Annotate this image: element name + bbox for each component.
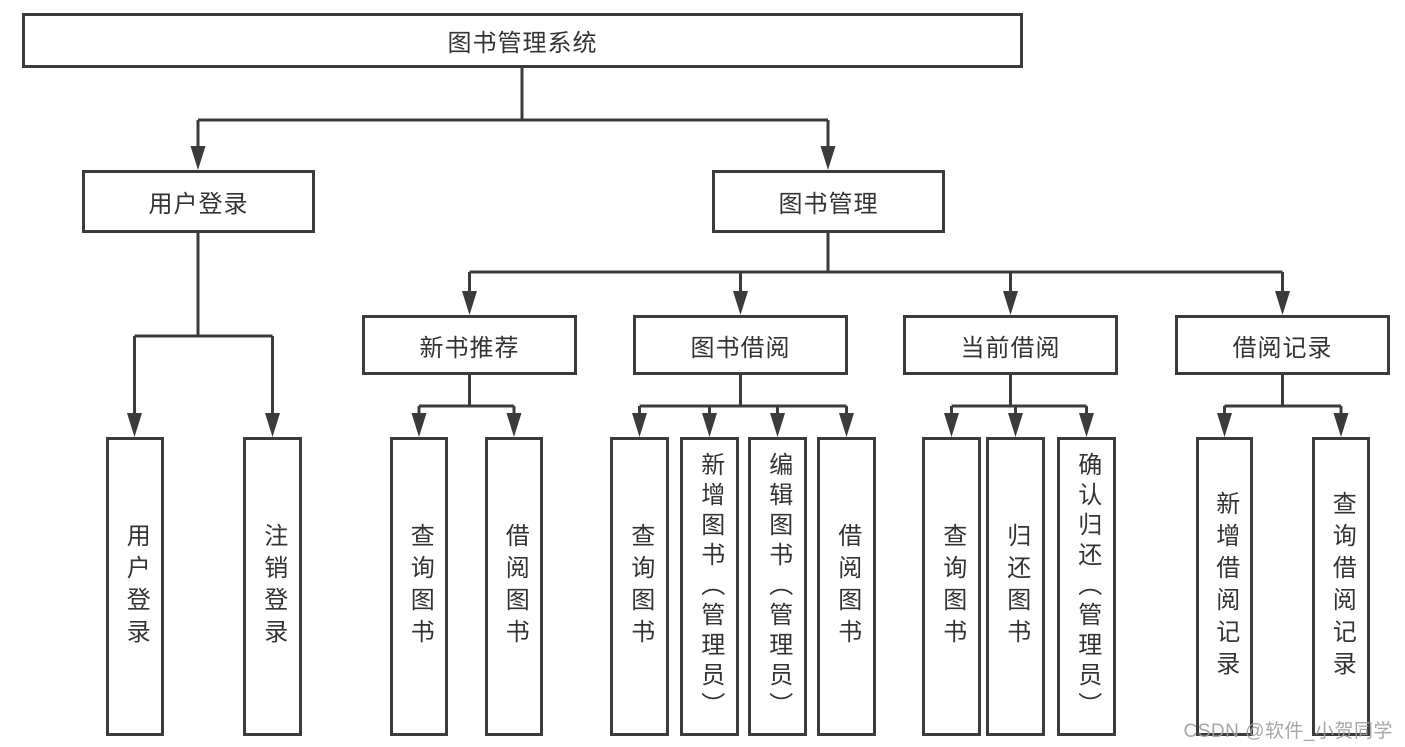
leaf-edit-books-admin: 编辑图书（管理员） [748,437,807,736]
leaf-query-borrow-record-label: 查询借阅记录 [1328,490,1356,683]
leaf-query-books-3-label: 查询图书 [938,522,966,651]
leaf-borrow-books-1: 借阅图书 [485,437,543,736]
leaf-edit-books-admin-label: 编辑图书（管理员） [764,451,792,722]
node-root: 图书管理系统 [22,13,1023,68]
node-book-borrow: 图书借阅 [633,315,848,375]
node-current-borrow-label: 当前借阅 [960,334,1061,362]
node-user-login: 用户登录 [82,170,315,233]
leaf-return-books: 归还图书 [986,437,1045,736]
leaf-borrow-books-1-label: 借阅图书 [501,522,529,651]
leaf-add-borrow-record-label: 新增借阅记录 [1211,490,1239,683]
leaf-borrow-books-2-label: 借阅图书 [833,522,861,651]
leaf-logout: 注销登录 [243,437,302,736]
node-book-borrow-label: 图书借阅 [690,334,791,362]
node-user-login-label: 用户登录 [148,191,249,218]
leaf-query-books-2: 查询图书 [610,437,669,736]
node-new-book-recommend: 新书推荐 [362,315,577,375]
leaf-query-books-2-label: 查询图书 [626,522,654,651]
leaf-confirm-return-admin-label: 确认归还（管理员） [1073,451,1101,722]
leaf-user-login-label: 用户登录 [122,522,150,651]
node-current-borrow: 当前借阅 [903,315,1118,375]
node-new-book-recommend-label: 新书推荐 [419,334,520,362]
node-root-label: 图书管理系统 [447,30,598,57]
leaf-add-books-admin: 新增图书（管理员） [680,437,739,736]
arrowhead-icons [127,146,1349,437]
leaf-query-borrow-record: 查询借阅记录 [1312,437,1370,736]
leaf-query-books-1: 查询图书 [390,437,448,736]
leaf-borrow-books-2: 借阅图书 [817,437,876,736]
leaf-user-login: 用户登录 [106,437,164,736]
leaf-query-books-1-label: 查询图书 [406,522,434,651]
node-book-management: 图书管理 [712,170,945,233]
leaf-query-books-3: 查询图书 [922,437,981,736]
node-borrow-records: 借阅记录 [1175,315,1390,375]
csdn-watermark: CSDN @软件_小贺同学 [1183,721,1393,742]
leaf-return-books-label: 归还图书 [1002,522,1030,651]
leaf-add-borrow-record: 新增借阅记录 [1196,437,1253,736]
leaf-confirm-return-admin: 确认归还（管理员） [1057,437,1116,736]
node-book-management-label: 图书管理 [778,191,879,218]
leaf-logout-label: 注销登录 [259,522,287,651]
node-borrow-records-label: 借阅记录 [1232,334,1333,362]
leaf-add-books-admin-label: 新增图书（管理员） [696,451,724,722]
